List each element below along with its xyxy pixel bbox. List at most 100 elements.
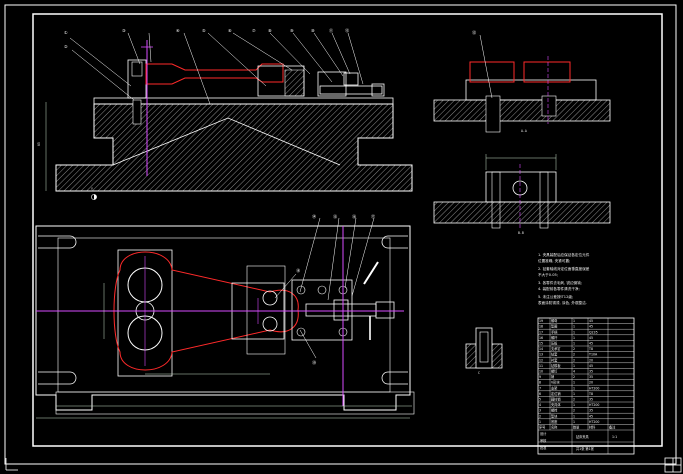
balloon-label: ⑱ xyxy=(296,267,301,274)
section-block xyxy=(485,171,557,203)
plan-base-rail xyxy=(55,391,415,415)
table-cell: 1 xyxy=(573,330,575,334)
leader-line xyxy=(269,32,311,75)
table-cell: 1 xyxy=(573,403,575,407)
leader-line xyxy=(299,217,321,293)
ucs-axis-icon xyxy=(5,458,18,471)
technical-requirements: 1. 夹具装配后应保证各定位元件 位置准确, 夹紧可靠; 2. 钻套轴线对定位面… xyxy=(538,252,590,305)
table-cell: 螺杆 xyxy=(551,335,558,340)
table-cell: T10A xyxy=(588,353,598,357)
table-cell: 35 xyxy=(589,375,593,379)
table-cell: Q235 xyxy=(589,330,598,334)
leader-line xyxy=(69,37,132,87)
table-cell: 2 xyxy=(573,358,575,362)
table-cell: 衬套 xyxy=(551,357,558,362)
fixture-body-section xyxy=(55,103,413,192)
balloon-label: ⑧ xyxy=(268,28,272,33)
table-cell: 垫圈 xyxy=(551,324,557,329)
table-cell: 4 xyxy=(539,403,541,407)
balloon-label: ① xyxy=(64,30,68,35)
table-cell: 19 xyxy=(539,319,543,323)
balloon-label: ⑨ xyxy=(290,28,294,33)
detail-view: C xyxy=(465,327,503,375)
table-cell: 5 xyxy=(539,398,541,402)
leader-line xyxy=(183,32,211,105)
table-cell: 夹具体 xyxy=(551,402,561,407)
balloon-label: ⑯ xyxy=(352,213,357,220)
clamp-bracket xyxy=(317,71,347,97)
title-block-role: 批准 xyxy=(540,445,547,450)
table-cell: HT200 xyxy=(589,386,599,390)
clamp-bolt-5 xyxy=(317,285,327,295)
balloon-label: ⑮ xyxy=(333,213,338,220)
leader-line xyxy=(71,49,135,101)
balloon-label: ② xyxy=(64,44,68,49)
balloon-label: ⑰ xyxy=(371,213,376,220)
section-view-label: B-B xyxy=(518,231,524,235)
table-cell: 20 xyxy=(589,381,593,385)
section-base xyxy=(433,201,611,224)
plan-handle xyxy=(363,261,379,285)
clamp-nut xyxy=(371,83,385,97)
leader-line xyxy=(351,217,375,297)
clamp-bolt-3 xyxy=(296,327,306,337)
plan-slot-tl xyxy=(38,235,77,249)
table-cell: 45 xyxy=(589,319,593,323)
leader-line xyxy=(299,329,317,359)
table-cell: 8 xyxy=(539,381,541,385)
side-support xyxy=(465,79,597,101)
parts-table-frame xyxy=(537,317,635,455)
svg-text:Y: Y xyxy=(91,187,93,191)
table-cell: 螺钉 xyxy=(551,369,558,374)
balloon-label: ⑥ xyxy=(228,28,232,33)
body-top-plate xyxy=(93,97,394,105)
plan-slot-tr xyxy=(381,235,408,249)
table-cell: 45 xyxy=(589,325,593,329)
table-cell: 2 xyxy=(573,398,575,402)
plan-view-balloons: ⑭ ⑮ ⑯ ⑰ ⑱ ⑲ xyxy=(296,213,376,366)
table-cell: 1 xyxy=(573,381,575,385)
table-cell: 1 xyxy=(573,364,575,368)
viewport-grid-icon[interactable] xyxy=(664,457,682,473)
left-pin xyxy=(132,99,142,125)
balloon-label: ⑩ xyxy=(311,28,315,33)
table-cell: 垫块 xyxy=(551,413,558,418)
balloon-label: ⑫ xyxy=(345,27,350,34)
table-cell: 圆柱销 xyxy=(551,397,561,402)
title-block-role: 设计 xyxy=(540,431,547,436)
plan-clamp-nut xyxy=(333,299,349,321)
table-cell: V形块 xyxy=(551,380,560,385)
table-cell: 1 xyxy=(573,342,575,346)
plan-outline xyxy=(35,225,411,411)
table-cell: 底座 xyxy=(551,419,558,424)
plan-slot-br xyxy=(381,371,408,385)
section-view: B-B xyxy=(433,154,611,235)
plan-view xyxy=(35,225,415,419)
table-cell: 17 xyxy=(539,330,543,334)
clamp-bolt-1 xyxy=(296,285,306,295)
plan-view-leaders xyxy=(274,217,375,359)
table-cell: 支架 xyxy=(551,385,558,390)
table-cell: 20 xyxy=(589,358,593,362)
left-bushing xyxy=(131,61,143,77)
table-cell: 18 xyxy=(539,325,543,329)
plan-clamp-frame xyxy=(291,279,353,341)
table-cell: 2 xyxy=(539,414,541,418)
detail-view-label: C xyxy=(478,371,480,375)
table-cell: 2 xyxy=(573,353,575,357)
small-end-circle-1 xyxy=(262,290,278,306)
side-leader xyxy=(479,34,493,99)
front-view: 65 Y xyxy=(37,40,413,200)
balloon-label: ⑪ xyxy=(329,27,334,34)
leader-line xyxy=(207,32,267,87)
table-cell: T8 xyxy=(588,347,593,351)
table-cell: 35 xyxy=(589,398,593,402)
plan-clamp-screw xyxy=(305,303,377,317)
table-cell: 13 xyxy=(539,353,543,357)
plan-handle-grip xyxy=(375,301,395,319)
table-cell: 6 xyxy=(539,392,541,396)
clamp-knob xyxy=(343,72,359,86)
tech-note-line: 不大于0.05; xyxy=(538,272,558,277)
